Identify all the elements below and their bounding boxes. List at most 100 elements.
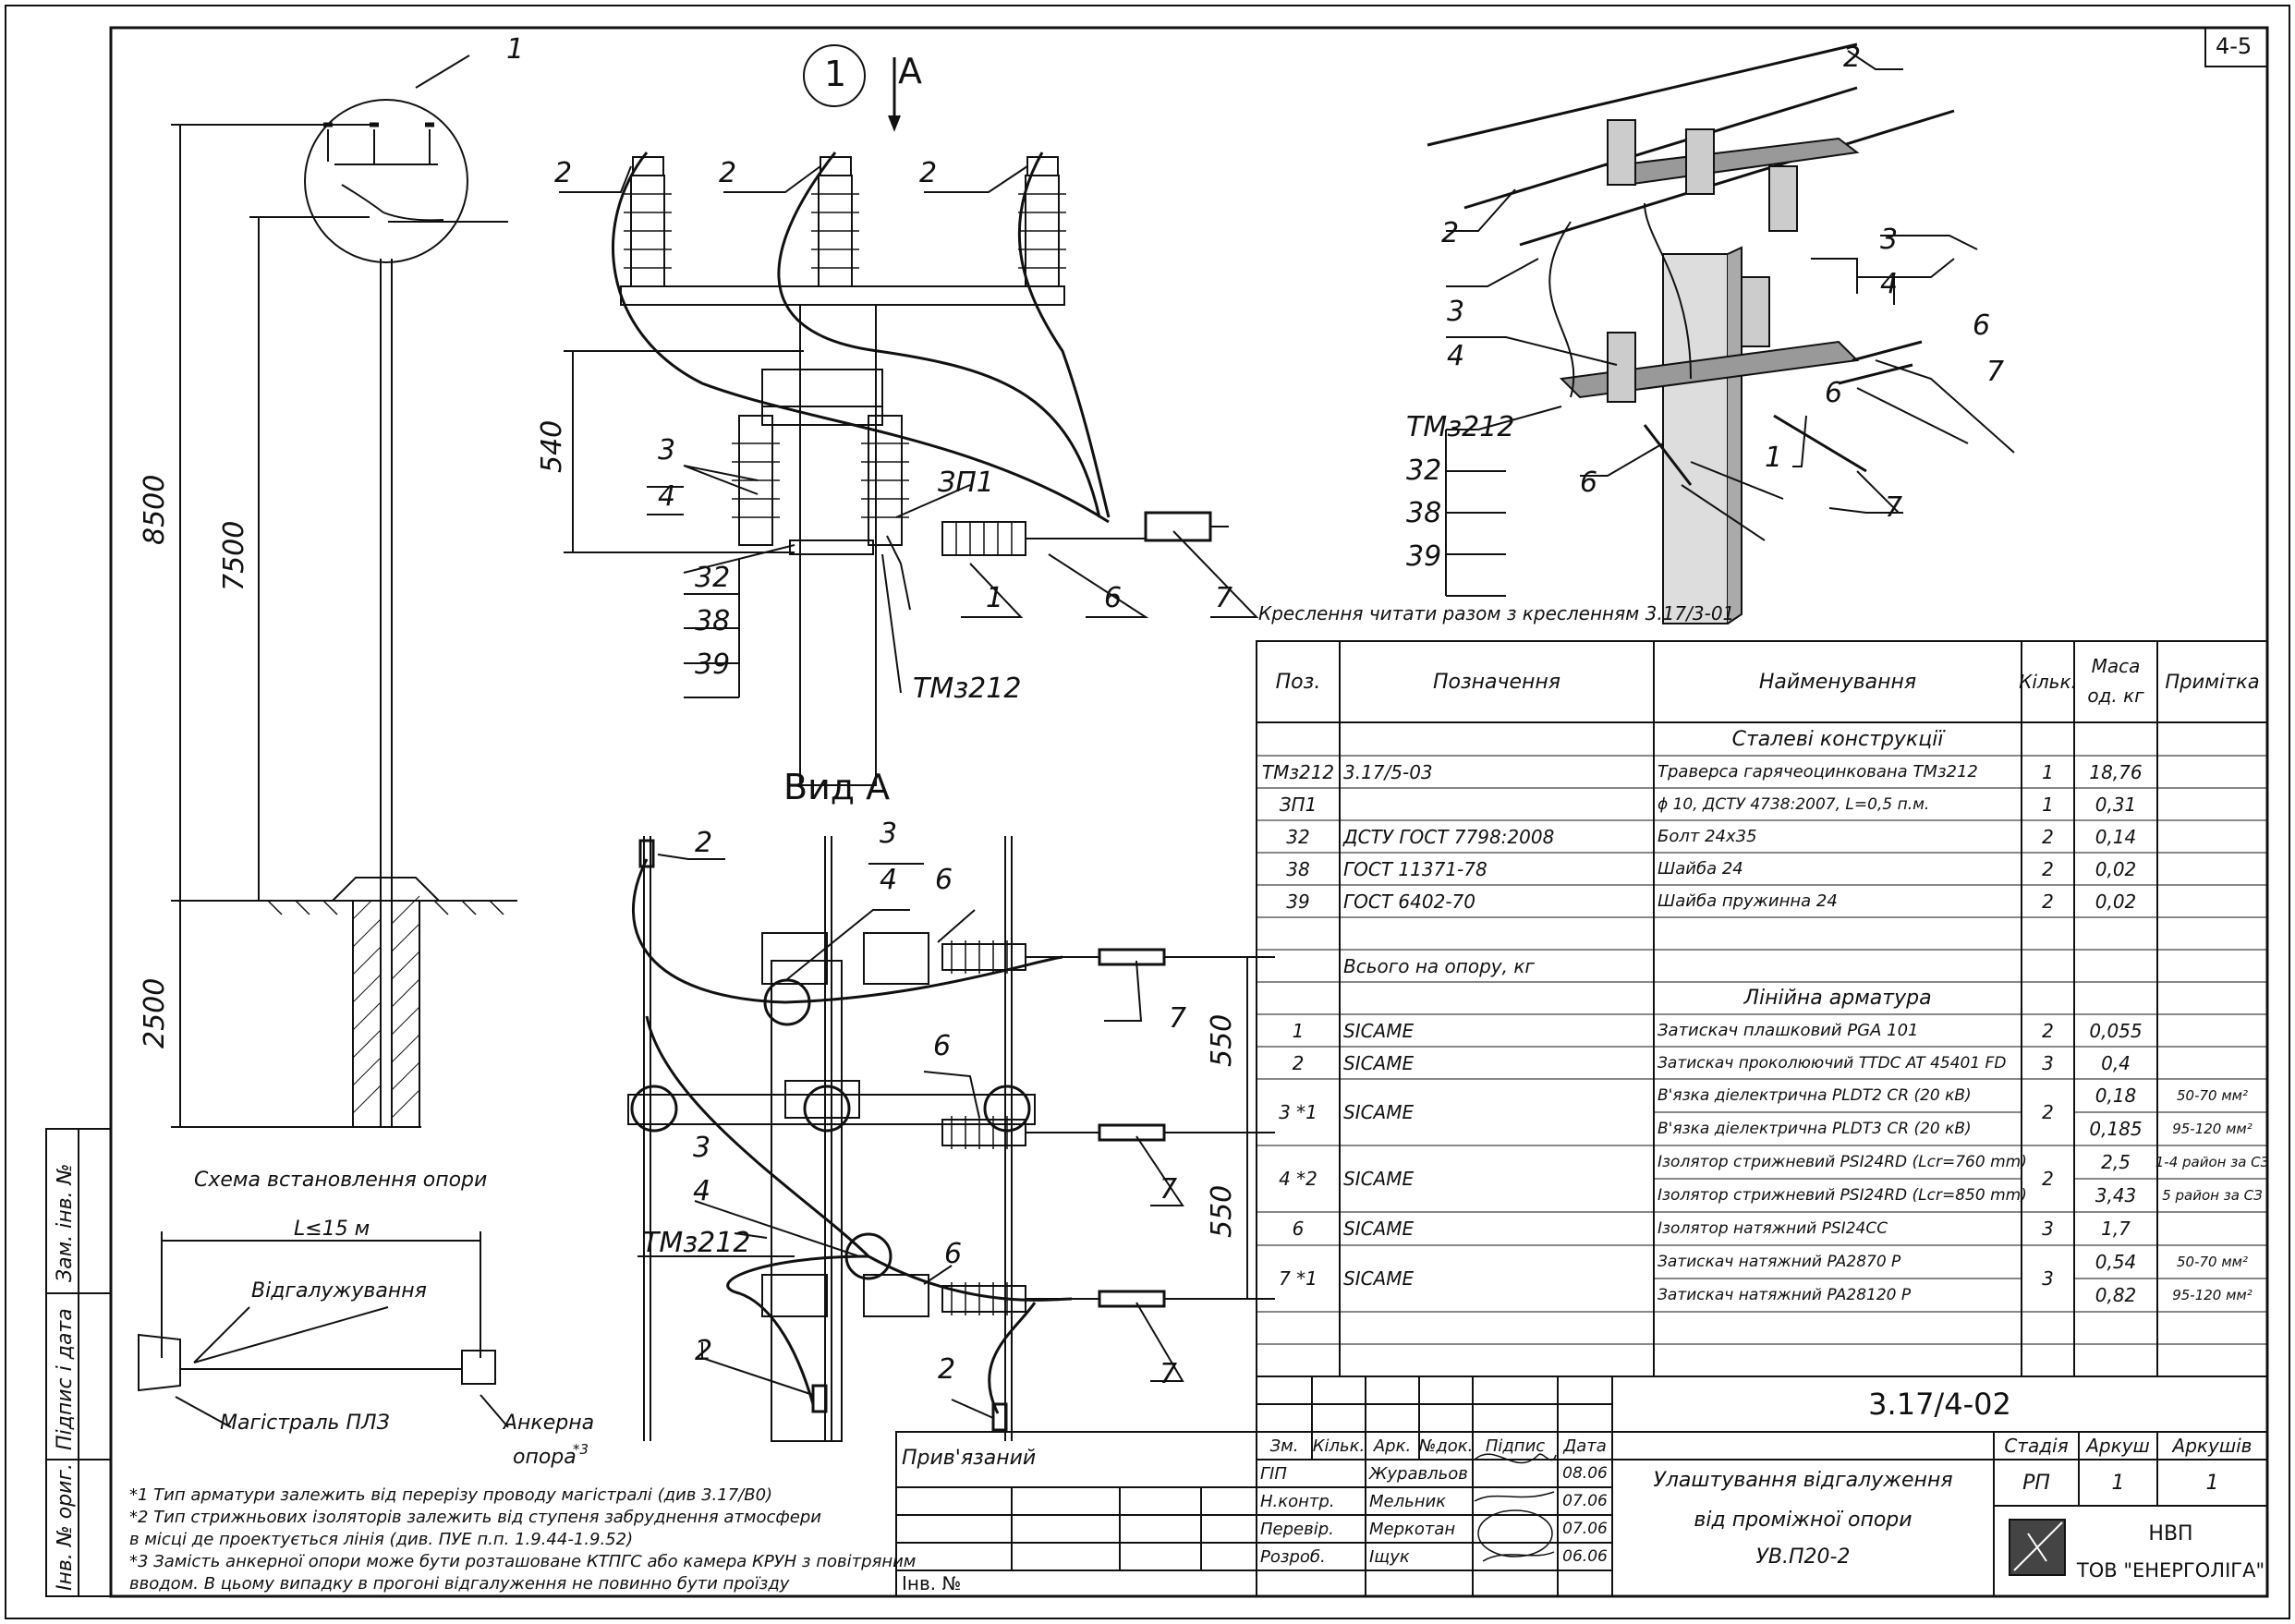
spec-a1-qty: 2 [2042, 1019, 2054, 1042]
callout-7-va3: 7 [1160, 1358, 1178, 1390]
front-view [559, 44, 1259, 786]
callout-6-front: 6 [1104, 582, 1123, 614]
tb-name-2: Мельник [1369, 1491, 1447, 1511]
spec-r5-des: ГОСТ 6402-70 [1343, 890, 1475, 913]
spec-a1-pos: 1 [1292, 1019, 1305, 1042]
spec-a6-mass: 1,7 [2101, 1218, 2131, 1240]
callout-2-va3: 2 [938, 1353, 956, 1386]
tb-date-2: 07.06 [1562, 1492, 1608, 1510]
view-letter: А [898, 51, 922, 91]
side-stamp-orig: Інв. № ориг. [54, 1463, 77, 1591]
isometric-view [1427, 42, 2015, 624]
company-logo-icon [2010, 1520, 2065, 1575]
callout-zp1: ЗП1 [938, 467, 994, 499]
spec-a4-des: SICAME [1343, 1168, 1415, 1190]
dim-550-b: 550 [1206, 1184, 1238, 1238]
spec-a7-name-b: Затискач натяжний PA28120 P [1658, 1286, 1912, 1304]
tb-sheets: 1 [2205, 1471, 2219, 1495]
callout-2-b: 2 [719, 157, 737, 189]
spec-r4-des: ГОСТ 11371-78 [1343, 857, 1488, 880]
callout-tm-iso: ТМз212 [1406, 411, 1515, 443]
tb-h-date: Дата [1563, 1436, 1607, 1456]
callout-6-iso1: 6 [1973, 309, 1991, 342]
callout-4-va1: 4 [880, 864, 898, 896]
scheme-span: L≤15 м [294, 1218, 370, 1241]
callout-3-iso1: 3 [1880, 224, 1899, 256]
callout-1-iso: 1 [1765, 442, 1783, 474]
footnote-1: *1 Тип арматури залежить від перерізу пр… [129, 1485, 773, 1505]
spec-a2-pos: 2 [1292, 1051, 1305, 1074]
callout-7-iso2: 7 [1885, 491, 1903, 524]
callout-6-va2: 6 [933, 1030, 952, 1062]
layout-scheme [138, 1231, 509, 1428]
spec-h-note: Примітка [2165, 671, 2260, 693]
tb-name-3: Меркотан [1369, 1519, 1456, 1539]
tb-h-qty: Кільк. [1312, 1436, 1366, 1456]
callout-tm-va: ТМз212 [642, 1227, 751, 1259]
spec-h-mass-2: од. кг [2087, 685, 2144, 707]
spec-a1-des: SICAME [1343, 1019, 1415, 1042]
tb-h-zm: Зм. [1269, 1436, 1299, 1456]
spec-r2-qty: 1 [2042, 793, 2054, 816]
callout-39-iso: 39 [1406, 540, 1442, 573]
footnote-3: в місці де проектується лінія (див. ПУЕ … [129, 1530, 634, 1549]
tb-sheet: 1 [2111, 1471, 2125, 1495]
spec-r4-mass: 0,02 [2095, 857, 2137, 880]
spec-h-name: Найменування [1758, 670, 1917, 694]
spec-r1-pos: ТМз212 [1261, 760, 1335, 783]
scheme-branch: Відгалужування [251, 1279, 427, 1303]
callout-3-va1: 3 [880, 818, 898, 850]
spec-a7-qty: 3 [2042, 1267, 2054, 1290]
spec-a6-des: SICAME [1343, 1218, 1415, 1240]
spec-r5-pos: 39 [1286, 890, 1310, 913]
tb-title-2: від проміжної опори [1694, 1508, 1912, 1532]
spec-a2-mass: 0,4 [2101, 1051, 2131, 1074]
scheme-anchor-1: Анкерна [504, 1412, 595, 1435]
spec-r2-name: ϕ 10, ДСТУ 4738:2007, L=0,5 п.м. [1658, 794, 1930, 814]
spec-a2-qty: 3 [2042, 1051, 2054, 1074]
spec-r3-pos: 32 [1286, 825, 1310, 848]
callout-38-front: 38 [695, 605, 731, 637]
spec-r3-des: ДСТУ ГОСТ 7798:2008 [1343, 825, 1555, 848]
callout-2-va2: 2 [695, 1335, 713, 1367]
spec-section-fittings: Лінійна арматура [1743, 987, 1932, 1010]
tb-name-4: Іщук [1369, 1546, 1410, 1567]
tb-role-2: Н.контр. [1260, 1491, 1335, 1511]
tb-org-2: ТОВ "ЕНЕРГОЛІГА" [2076, 1559, 2265, 1582]
spec-r5-name: Шайба пружинна 24 [1658, 891, 1838, 911]
spec-a6-qty: 3 [2042, 1218, 2054, 1240]
callout-7-va1: 7 [1169, 1002, 1187, 1035]
callout-3-iso2: 3 [1447, 296, 1465, 328]
dim-540: 540 [536, 419, 568, 473]
title-block-grid [895, 1376, 2268, 1597]
footnote-5: вводом. В цьому випадку в прогоні відгал… [129, 1574, 790, 1594]
spec-a3-note-a: 50-70 мм² [2177, 1087, 2248, 1104]
tb-h-ark: Арк. [1373, 1436, 1412, 1456]
spec-section-steel: Сталеві конструкції [1731, 727, 1944, 751]
callout-2-iso2: 2 [1441, 217, 1460, 249]
spec-r3-name: Болт 24х35 [1658, 827, 1757, 846]
spec-a3-name-b: В'язка діелектрична PLDT3 CR (20 кВ) [1658, 1120, 1972, 1138]
callout-7-front: 7 [1215, 582, 1233, 614]
spec-r2-mass: 0,31 [2095, 793, 2137, 816]
callout-4-va2: 4 [693, 1175, 711, 1207]
spec-r4-pos: 38 [1286, 857, 1310, 880]
side-stamp-sign-date: Підпис і дата [54, 1308, 77, 1450]
scheme-main: Магістраль ПЛЗ [220, 1412, 390, 1435]
spec-r3-mass: 0,14 [2095, 825, 2137, 848]
tb-sheets-h: Аркушів [2172, 1435, 2252, 1457]
tb-inv: Інв. № [902, 1572, 962, 1594]
spec-a2-des: SICAME [1343, 1051, 1415, 1074]
drawing-note: Креслення читати разом з кресленням 3.17… [1258, 602, 1735, 624]
callout-1-front: 1 [986, 582, 1004, 614]
spec-h-des: Позначення [1432, 670, 1561, 694]
spec-a6-pos: 6 [1292, 1218, 1305, 1240]
tb-stage-h: Стадія [2004, 1435, 2069, 1457]
spec-a7-mass-a: 0,54 [2095, 1251, 2137, 1273]
spec-a6-name: Ізолятор натяжний PSI24CC [1658, 1219, 1888, 1238]
callout-32-front: 32 [695, 562, 731, 594]
callout-6-iso2: 6 [1825, 377, 1843, 409]
spec-r1-des: 3.17/5-03 [1343, 760, 1433, 783]
dim-7500: 7500 [218, 520, 250, 591]
